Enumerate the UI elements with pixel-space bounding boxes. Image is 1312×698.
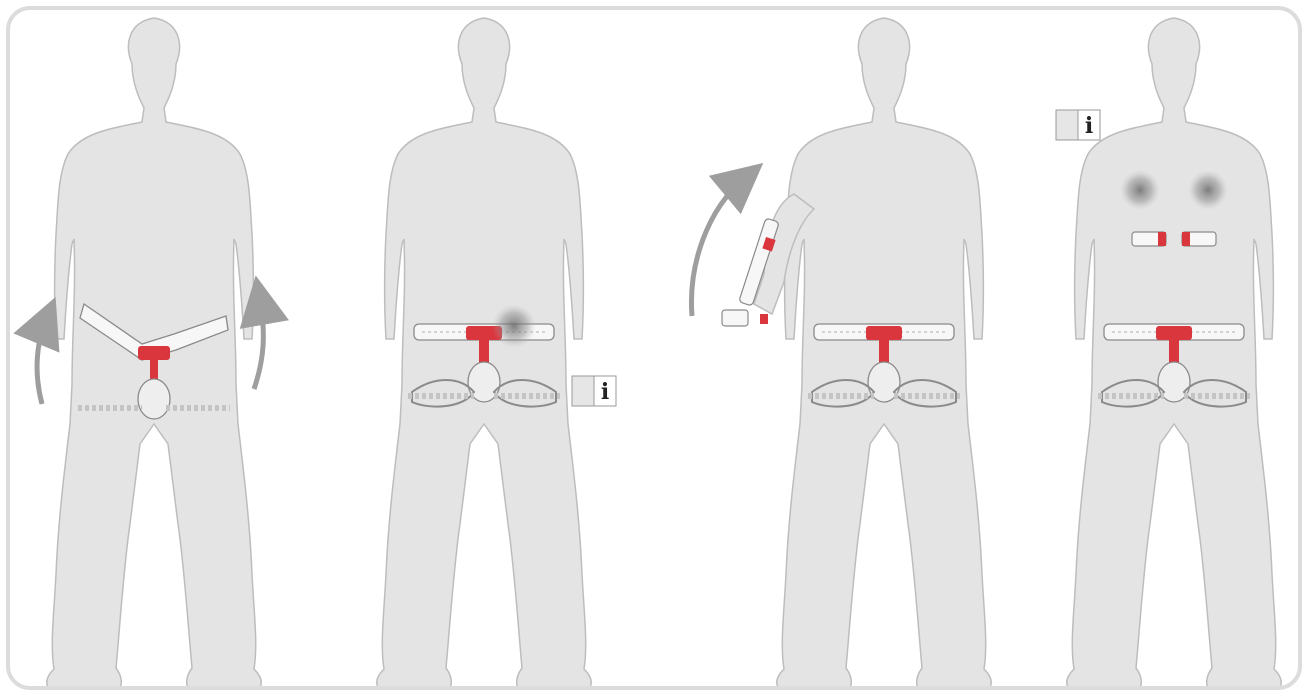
buckle-highlight <box>492 304 536 348</box>
info-glyph: i <box>601 379 609 405</box>
panel-step-2: i <box>377 18 616 690</box>
panel-step-1 <box>37 18 263 690</box>
curved-arrow-icon <box>691 179 744 316</box>
info-manual-icon: i <box>572 376 616 406</box>
diagram-frame: i i <box>6 6 1302 690</box>
info-manual-icon: i <box>1056 110 1100 140</box>
up-arrow-icon-right <box>254 300 263 389</box>
panel-step-3 <box>691 18 991 690</box>
left-shoulder-highlight <box>1120 170 1160 210</box>
info-glyph: i <box>1085 113 1093 139</box>
harness-instructions-illustration: i i <box>10 10 1302 690</box>
right-shoulder-highlight <box>1188 170 1228 210</box>
up-arrow-icon-left <box>37 320 46 404</box>
panel-step-4: i <box>1056 18 1281 690</box>
harness-belay-loop <box>138 346 170 360</box>
